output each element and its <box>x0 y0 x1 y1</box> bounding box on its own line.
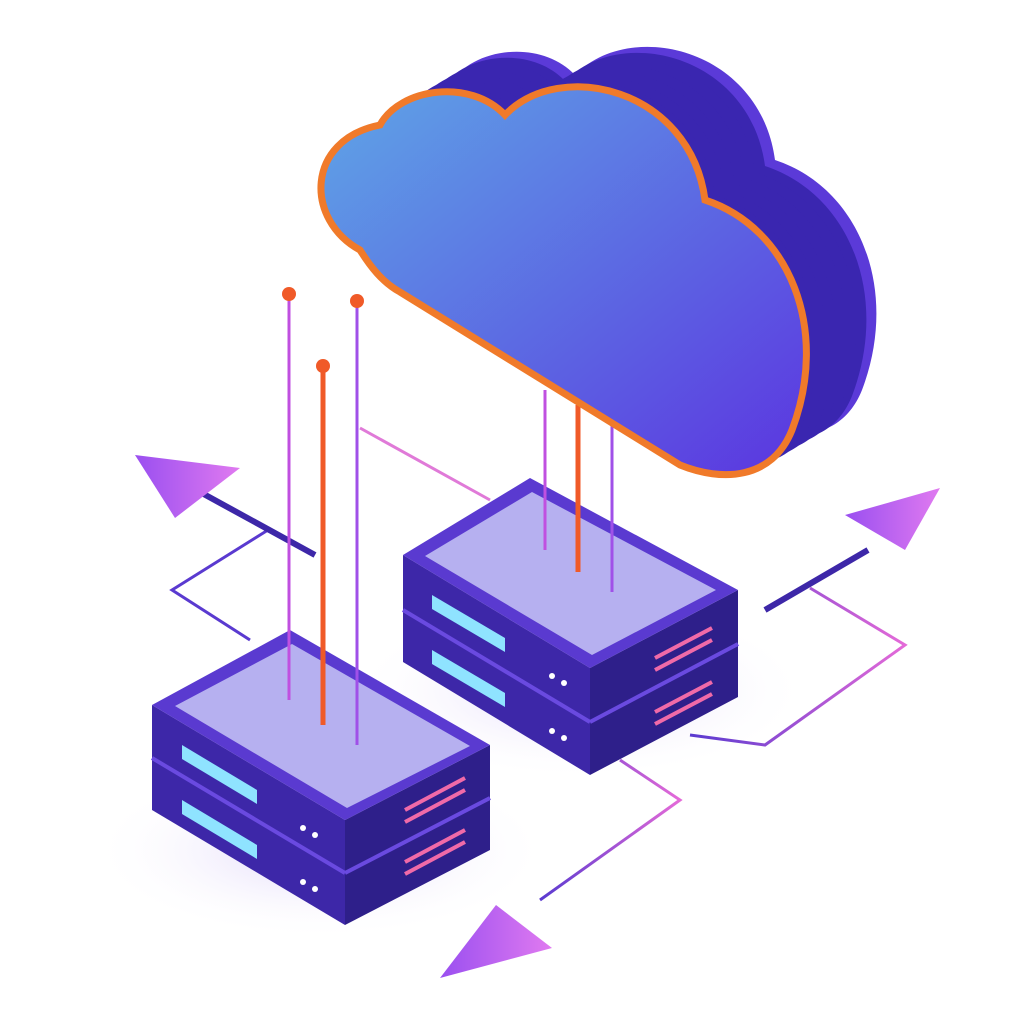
signal-dot <box>282 287 296 301</box>
arrow-left-icon <box>135 455 317 558</box>
cloud-icon <box>321 46 877 475</box>
network-connectors <box>169 426 908 902</box>
signal-lines <box>282 287 614 745</box>
signal-dot <box>316 359 330 373</box>
arrow-right-icon <box>763 488 940 613</box>
server-stack-right <box>401 478 739 775</box>
arrow-bottom-icon <box>440 905 552 978</box>
signal-dot <box>350 294 364 308</box>
